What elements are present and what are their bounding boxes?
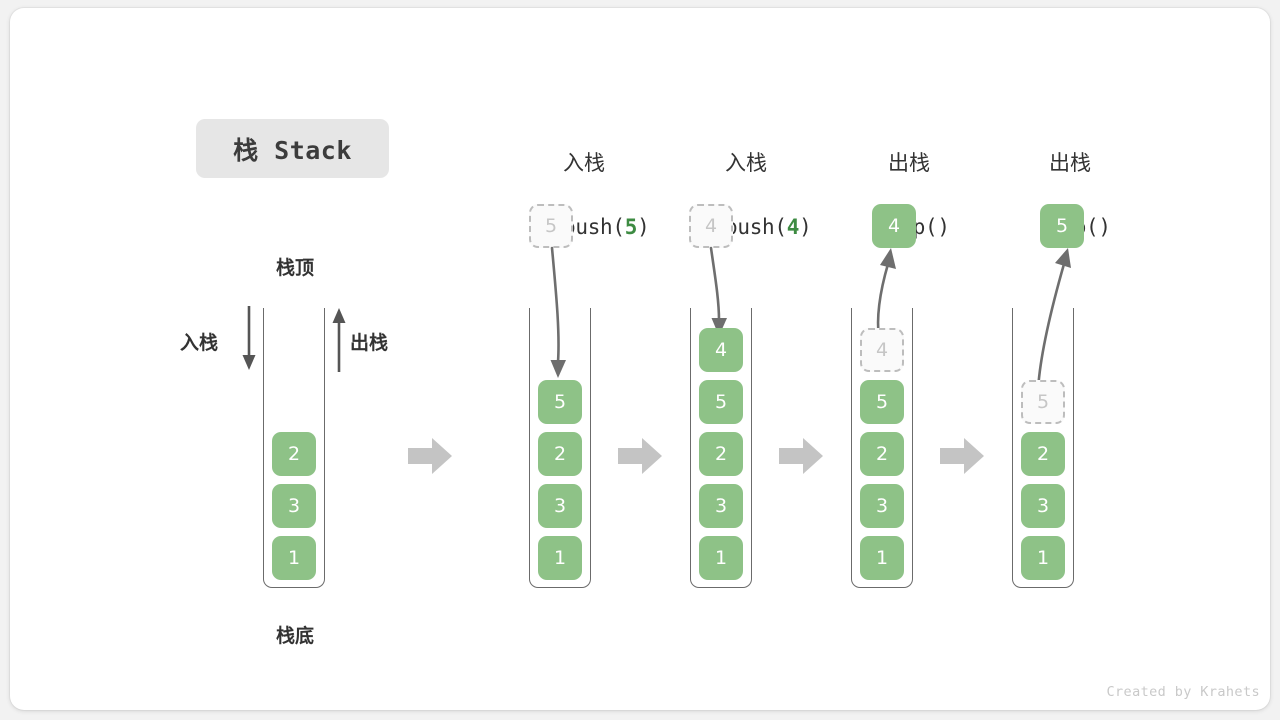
stack-cell: 3 <box>699 484 743 528</box>
floating-element-push-4: 4 <box>689 204 733 248</box>
popped-element-5: 5 <box>1040 204 1084 248</box>
stage-op-cn: 入栈 <box>725 151 768 175</box>
popped-element-4: 4 <box>872 204 916 248</box>
title-badge-label: 栈 Stack <box>233 135 352 165</box>
stage-stack-push-5 <box>529 308 591 588</box>
stage-op-fn: push( <box>725 214 787 239</box>
stack-cell: 1 <box>1021 536 1065 580</box>
stage-label-push-4: 入栈 push(4) <box>690 116 812 276</box>
stack-top-label: 栈顶 <box>275 258 314 279</box>
stage-stack-pop-2 <box>1012 308 1074 588</box>
stack-cell: 5 <box>699 380 743 424</box>
stack-cell: 5 <box>860 380 904 424</box>
push-direction-arrow-icon <box>242 306 256 370</box>
stage-cells-push-5: 5 2 3 1 <box>538 380 582 580</box>
stack-cell: 3 <box>538 484 582 528</box>
stack-bottom-label: 栈底 <box>275 626 314 647</box>
stage-stack-push-4 <box>690 308 752 588</box>
stack-cell: 3 <box>1021 484 1065 528</box>
stack-cell: 3 <box>860 484 904 528</box>
stage-op-fn: push( <box>563 214 625 239</box>
pop-direction-label: 出栈 <box>350 333 389 354</box>
stage-cells-pop-1: 4 5 2 3 1 <box>860 328 904 580</box>
stack-cell: 1 <box>538 536 582 580</box>
stage-op-fn-end: ) <box>637 214 650 239</box>
stage-op-fn-end: ) <box>799 214 812 239</box>
stage-op-arg: 4 <box>786 214 800 239</box>
title-badge: 栈 Stack <box>196 119 389 178</box>
transition-arrow-icon <box>618 438 662 474</box>
left-stack-top-label: 栈顶 <box>265 253 325 280</box>
floating-element-push-5: 5 <box>529 204 573 248</box>
left-pop-label: 出栈 <box>350 328 388 355</box>
footer-credit: Created by Krahets <box>1106 684 1260 700</box>
left-stack-container <box>263 308 325 588</box>
stack-cell: 3 <box>272 484 316 528</box>
left-stack-bottom-label: 栈底 <box>265 621 325 648</box>
stage-op-arg: 5 <box>624 214 638 239</box>
stage-op-fn-end: ) <box>1098 214 1111 239</box>
stage-op-fn-end: ) <box>937 214 950 239</box>
stack-cell: 2 <box>272 432 316 476</box>
pop-direction-arrow-icon <box>332 308 346 372</box>
stack-cell: 5 <box>538 380 582 424</box>
stage-label-push-5: 入栈 push(5) <box>528 116 650 276</box>
stack-cell: 2 <box>1021 432 1065 476</box>
left-stack-cells: 2 3 1 <box>272 432 316 580</box>
stack-cell: 1 <box>272 536 316 580</box>
stage-op-cn: 出栈 <box>1049 151 1092 175</box>
left-push-label: 入栈 <box>180 328 218 355</box>
stack-cell-ghost: 5 <box>1021 380 1065 424</box>
stack-cell: 2 <box>538 432 582 476</box>
stage-op-cn: 入栈 <box>563 151 606 175</box>
stack-cell: 2 <box>860 432 904 476</box>
diagram-stage: 栈 Stack 栈顶 栈底 入栈 出栈 2 3 1 <box>10 8 1270 710</box>
push-motion-arrow-icon <box>550 246 566 378</box>
transition-arrow-icon <box>408 438 452 474</box>
push-direction-label: 入栈 <box>180 333 219 354</box>
stack-cell: 4 <box>699 328 743 372</box>
transition-arrow-icon <box>779 438 823 474</box>
pop-motion-arrow-icon <box>1036 248 1071 392</box>
transition-arrow-icon <box>940 438 984 474</box>
diagram-card: 栈 Stack 栈顶 栈底 入栈 出栈 2 3 1 <box>10 8 1270 710</box>
stack-cell: 1 <box>860 536 904 580</box>
stage-cells-pop-2: 5 2 3 1 <box>1021 380 1065 580</box>
stack-cell: 2 <box>699 432 743 476</box>
stage-stack-pop-1 <box>851 308 913 588</box>
stack-cell-ghost: 4 <box>860 328 904 372</box>
stack-cell: 1 <box>699 536 743 580</box>
stage-op-cn: 出栈 <box>888 151 931 175</box>
stage-cells-push-4: 4 5 2 3 1 <box>699 328 743 580</box>
push-motion-arrow-icon <box>709 246 727 336</box>
